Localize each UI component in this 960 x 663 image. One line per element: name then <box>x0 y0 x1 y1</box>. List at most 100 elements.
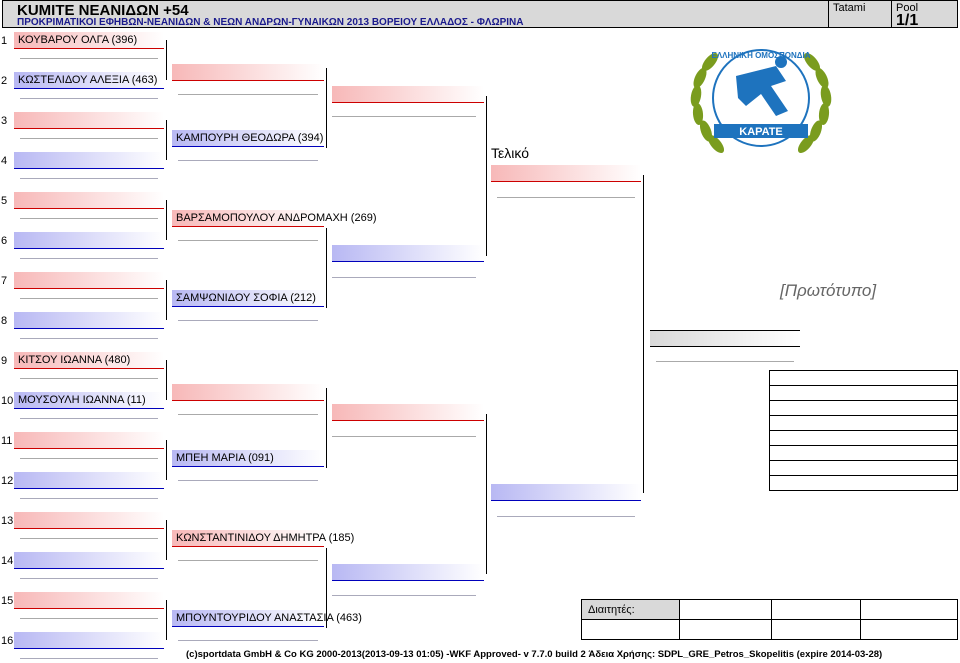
round2-slot-2[interactable]: ΚΑΜΠΟΥΡΗ ΘΕΟΔΩΡΑ (394) <box>172 130 324 147</box>
seed-number: 6 <box>1 235 8 247</box>
judge-cell[interactable] <box>680 620 772 639</box>
round1-slot-4[interactable] <box>14 152 164 169</box>
footer-copyright: (c)sportdata GmbH & Co KG 2000-2013(2013… <box>186 649 883 660</box>
round1-slot-7[interactable] <box>14 272 164 289</box>
round2-score-line <box>178 240 318 241</box>
round1-slot-12[interactable] <box>14 472 164 489</box>
round1-score-line <box>20 298 158 299</box>
round2-slot-5[interactable] <box>172 384 324 401</box>
round1-score-line <box>20 338 158 339</box>
judges-label: Διαιτητές: <box>582 600 680 620</box>
semifinal-slot-1[interactable] <box>491 165 641 182</box>
round2-score-line <box>178 640 318 641</box>
round1-score-line <box>20 178 158 179</box>
round1-slot-13[interactable] <box>14 512 164 529</box>
round1-slot-11[interactable] <box>14 432 164 449</box>
competitor-name: ΜΠΟΥΝΤΟΥΡΙΔΟΥ ΑΝΑΣΤΑΣΙΑ (463) <box>176 612 362 624</box>
seed-number: 8 <box>1 315 8 327</box>
judge-cell[interactable] <box>680 600 772 620</box>
referee-row[interactable] <box>770 386 957 401</box>
referee-row[interactable] <box>770 371 957 386</box>
round1-slot-1[interactable]: ΚΟΥΒΑΡΟΥ ΟΛΓΑ (396) <box>14 32 164 49</box>
bracket-connector <box>326 388 327 468</box>
round1-score-line <box>20 538 158 539</box>
bracket-connector <box>486 414 487 574</box>
header-bar: KUMITE ΝΕΑΝΙΔΩΝ +54 ΠΡΟΚΡΙΜΑΤΙΚΟΙ ΕΦΗΒΩΝ… <box>2 0 958 29</box>
round2-slot-6[interactable]: ΜΠΕΗ ΜΑΡΙΑ (091) <box>172 450 324 467</box>
event-title: KUMITE ΝΕΑΝΙΔΩΝ +54 <box>17 2 189 19</box>
round2-slot-3[interactable]: ΒΑΡΣΑΜΟΠΟΥΛΟΥ ΑΝΔΡΟΜΑΧΗ (269) <box>172 210 376 227</box>
seed-number: 15 <box>1 595 14 607</box>
referee-table <box>769 370 958 491</box>
round3-slot-1[interactable] <box>332 86 484 103</box>
round3-slot-3[interactable] <box>332 404 484 421</box>
round1-slot-2[interactable]: ΚΩΣΤΕΛΙΔΟΥ ΑΛΕΞΙΑ (463) <box>14 72 164 89</box>
logo-top-text: ΕΛΛΗΝΙΚΗ ΟΜΟΣΠΟΝΔΙΑ <box>712 51 811 60</box>
competitor-name: ΚΑΜΠΟΥΡΗ ΘΕΟΔΩΡΑ (394) <box>176 132 324 144</box>
round1-score-line <box>20 98 158 99</box>
referee-row[interactable] <box>770 401 957 416</box>
round1-slot-8[interactable] <box>14 312 164 329</box>
round2-slot-8[interactable]: ΜΠΟΥΝΤΟΥΡΙΔΟΥ ΑΝΑΣΤΑΣΙΑ (463) <box>172 610 362 627</box>
round2-slot-4[interactable]: ΣΑΜΨΩΝΙΔΟΥ ΣΟΦΙΑ (212) <box>172 290 324 307</box>
round1-score-line <box>20 498 158 499</box>
competitor-name: ΒΑΡΣΑΜΟΠΟΥΛΟΥ ΑΝΔΡΟΜΑΧΗ (269) <box>176 212 377 224</box>
judge-cell[interactable] <box>772 600 861 620</box>
round1-score-line <box>20 658 158 659</box>
round1-score-line <box>20 138 158 139</box>
seed-number: 4 <box>1 155 8 167</box>
bracket-connector <box>486 96 487 256</box>
final-label: Τελικό <box>491 145 529 161</box>
prototype-watermark: [Πρωτότυπο] <box>780 281 877 300</box>
bracket-connector <box>166 600 167 640</box>
round1-slot-9[interactable]: ΚΙΤΣΟΥ ΙΩΑΝΝΑ (480) <box>14 352 164 369</box>
bracket-connector <box>166 280 167 320</box>
winner-slot[interactable] <box>650 330 800 347</box>
bracket-connector <box>326 548 327 628</box>
pool-label: Pool <box>896 2 919 14</box>
judge-cell[interactable] <box>772 620 861 639</box>
semifinal-score-line <box>497 197 635 198</box>
bracket-connector <box>166 520 167 560</box>
seed-number: 3 <box>1 115 8 127</box>
bracket-connector <box>326 68 327 148</box>
pool-value: 1/1 <box>896 12 919 29</box>
winner-score-line <box>656 361 794 362</box>
round1-slot-15[interactable] <box>14 592 164 609</box>
semifinal-slot-2[interactable] <box>491 484 641 501</box>
round3-score-line <box>332 595 476 596</box>
round1-slot-10[interactable]: ΜΟΥΣΟΥΛΗ ΙΩΑΝΝΑ (11) <box>14 392 164 409</box>
competitor-name: ΜΟΥΣΟΥΛΗ ΙΩΑΝΝΑ (11) <box>18 394 146 406</box>
competitor-name: ΚΩΣΤΕΛΙΔΟΥ ΑΛΕΞΙΑ (463) <box>18 74 158 86</box>
competitor-name: ΚΙΤΣΟΥ ΙΩΑΝΝΑ (480) <box>18 354 131 366</box>
referee-row[interactable] <box>770 476 957 491</box>
logo-band-text: ΚΑΡΑΤΕ <box>739 126 783 138</box>
round3-score-line <box>332 116 476 117</box>
round2-slot-1[interactable] <box>172 64 324 81</box>
round3-slot-4[interactable] <box>332 564 484 581</box>
seed-number: 9 <box>1 355 8 367</box>
round1-slot-5[interactable] <box>14 192 164 209</box>
semifinal-score-line <box>497 516 635 517</box>
round2-slot-7[interactable]: ΚΩΝΣΤΑΝΤΙΝΙΔΟΥ ΔΗΜΗΤΡΑ (185) <box>172 530 354 547</box>
round1-slot-14[interactable] <box>14 552 164 569</box>
round2-score-line <box>178 560 318 561</box>
judge-cell[interactable] <box>861 620 957 639</box>
round1-slot-3[interactable] <box>14 112 164 129</box>
competitor-name: ΣΑΜΨΩΝΙΔΟΥ ΣΟΦΙΑ (212) <box>176 292 316 304</box>
judge-cell[interactable] <box>861 600 957 620</box>
seed-number: 10 <box>1 395 14 407</box>
referee-row[interactable] <box>770 431 957 446</box>
round1-score-line <box>20 418 158 419</box>
round3-score-line <box>332 277 476 278</box>
bracket-connector <box>326 228 327 308</box>
round3-slot-2[interactable] <box>332 245 484 262</box>
judge-cell[interactable] <box>582 620 680 639</box>
referee-row[interactable] <box>770 416 957 431</box>
tatami-label: Tatami <box>833 2 866 14</box>
judges-table: Διαιτητές: <box>581 599 958 640</box>
round1-slot-6[interactable] <box>14 232 164 249</box>
round1-slot-16[interactable] <box>14 632 164 649</box>
referee-row[interactable] <box>770 461 957 476</box>
referee-row[interactable] <box>770 446 957 461</box>
